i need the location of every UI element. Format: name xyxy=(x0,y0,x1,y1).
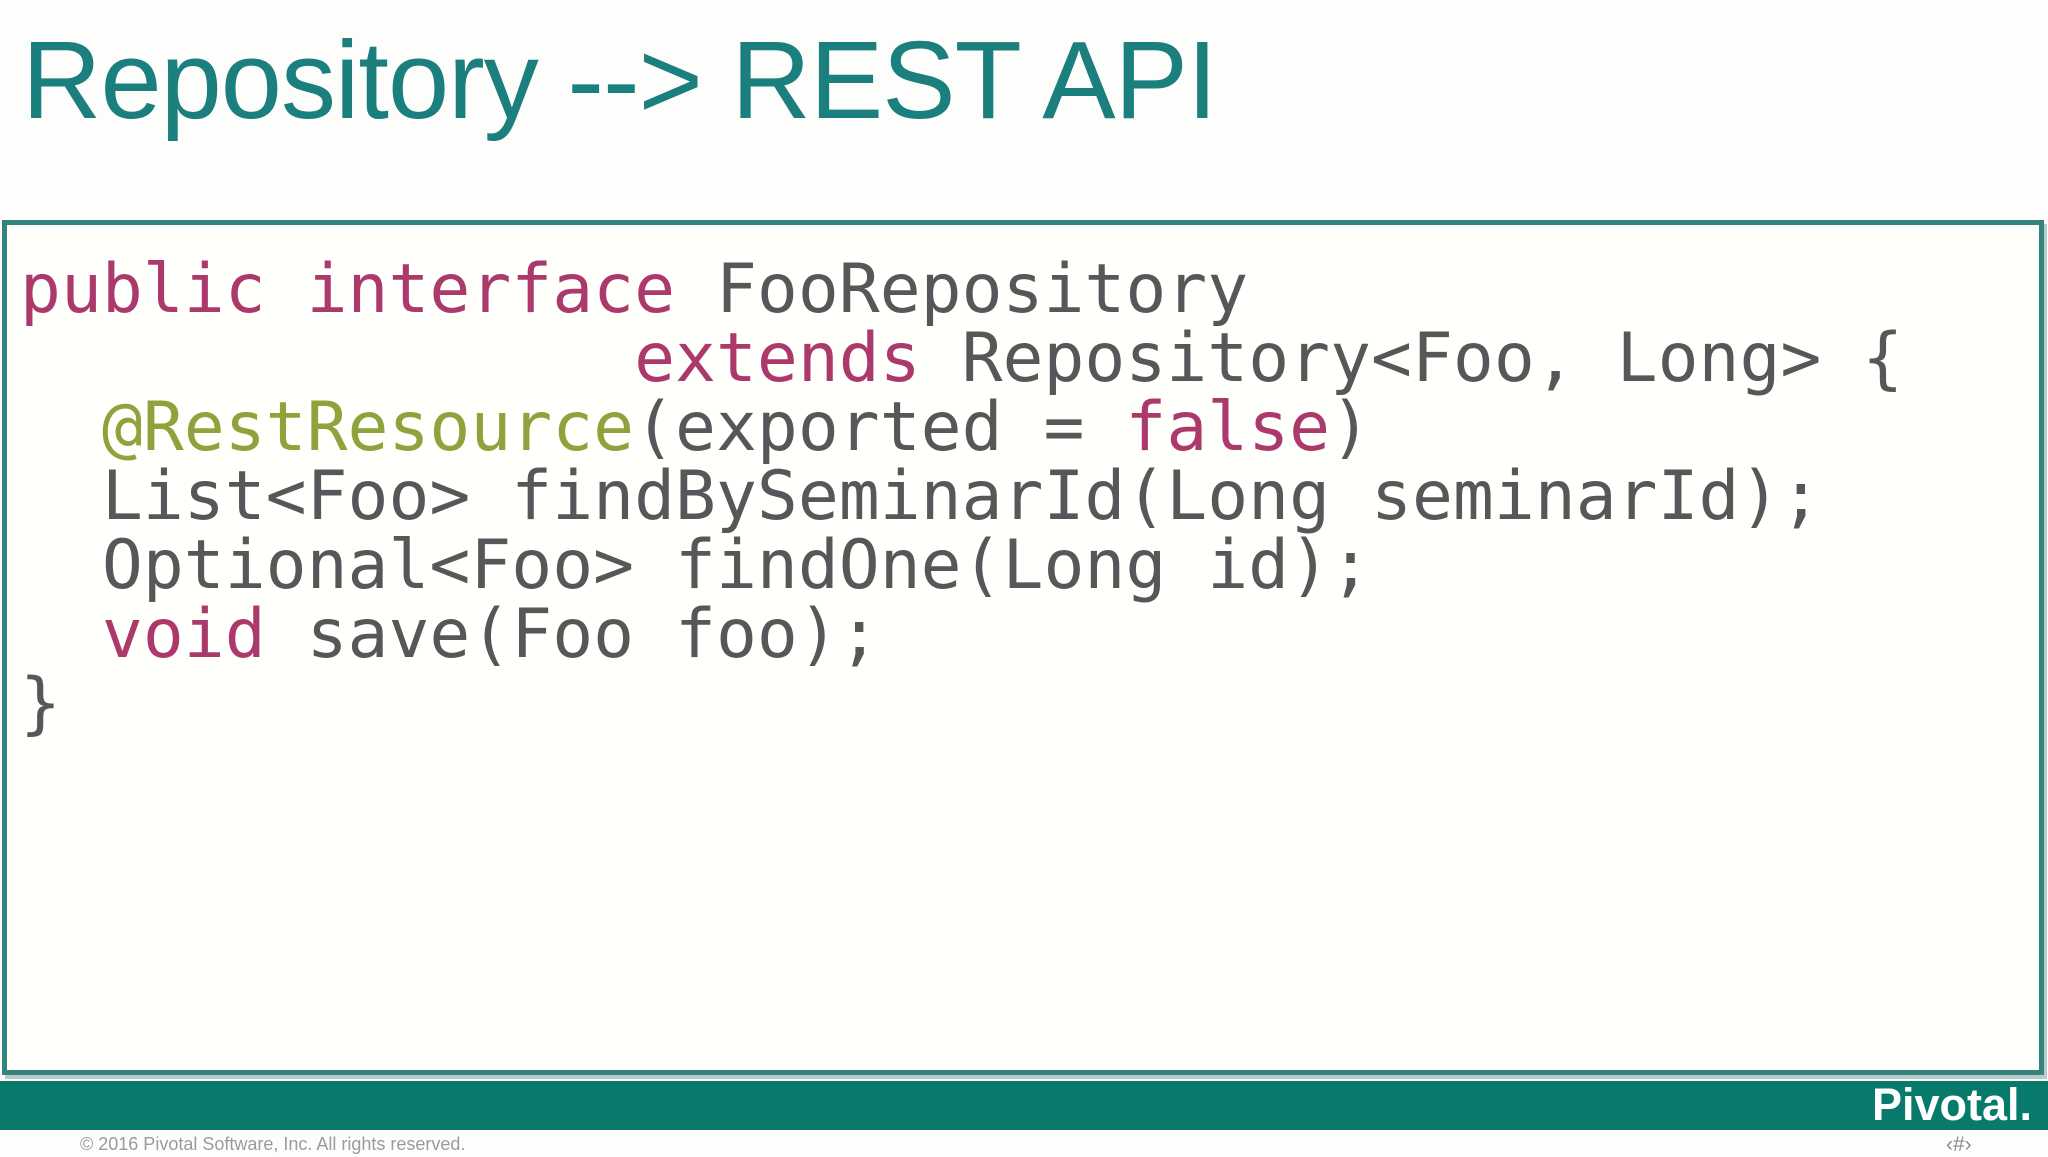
pivotal-logo-text: Pivotal xyxy=(1871,1079,2020,1130)
code-panel: public interface FooRepository extends R… xyxy=(2,220,2044,1075)
pivotal-logo-period: . xyxy=(2019,1079,2032,1130)
code-line: extends Repository<Foo, Long> { xyxy=(20,324,2039,393)
code-line: } xyxy=(20,669,2039,738)
code-segment-plain xyxy=(20,319,634,398)
slide-title: Repository --> REST API xyxy=(22,19,1218,142)
code-segment-plain: List<Foo> findBySeminarId(Long seminarId… xyxy=(20,457,1822,536)
code-segment-plain: ) xyxy=(1330,388,1372,467)
code-segment-plain: (exported = xyxy=(634,388,1126,467)
code-segment-keyword: void xyxy=(101,595,266,674)
code-line: Optional<Foo> findOne(Long id); xyxy=(20,531,2039,600)
code-segment-plain: save(Foo foo); xyxy=(265,595,880,674)
code-segment-annotation: @RestResource xyxy=(101,388,635,467)
code-segment-plain xyxy=(20,595,102,674)
code-segment-keyword: extends xyxy=(634,319,921,398)
slide-number-placeholder: ‹#› xyxy=(1946,1133,1972,1156)
code-block: public interface FooRepository extends R… xyxy=(20,255,2039,738)
code-line: @RestResource(exported = false) xyxy=(20,393,2039,462)
code-segment-plain: Repository<Foo, Long> { xyxy=(920,319,1904,398)
code-segment-keyword: false xyxy=(1125,388,1331,467)
code-segment-plain xyxy=(20,388,102,467)
code-segment-plain: FooRepository xyxy=(675,250,1249,329)
code-line: void save(Foo foo); xyxy=(20,600,2039,669)
pivotal-logo: Pivotal. xyxy=(1872,1082,2032,1127)
footer-bar: Pivotal. xyxy=(0,1081,2048,1130)
code-segment-plain: } xyxy=(20,664,61,743)
code-line: public interface FooRepository xyxy=(20,255,2039,324)
code-line: List<Foo> findBySeminarId(Long seminarId… xyxy=(20,462,2039,531)
copyright-text: © 2016 Pivotal Software, Inc. All rights… xyxy=(80,1134,466,1154)
code-segment-plain: Optional<Foo> findOne(Long id); xyxy=(20,526,1372,605)
code-segment-keyword: public interface xyxy=(20,250,676,329)
